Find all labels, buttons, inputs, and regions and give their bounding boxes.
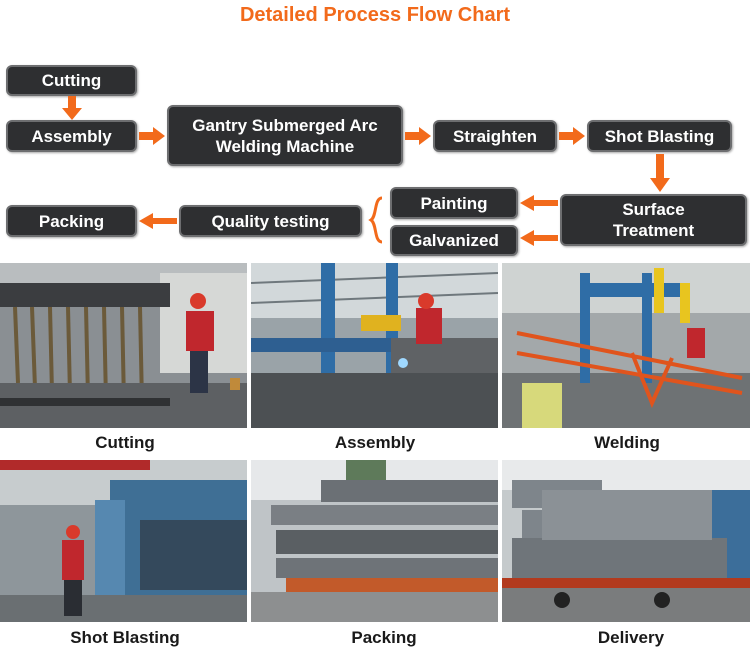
step-straighten-label: Straighten [452, 126, 538, 146]
caption-delivery: Delivery [597, 628, 665, 647]
step-straighten: Straighten [433, 120, 557, 152]
arrow-gantry-to-straighten [405, 127, 431, 145]
step-assembly-label: Assembly [31, 126, 112, 146]
step-galvanized: Galvanized [390, 225, 518, 256]
photo-welding [502, 263, 750, 428]
arrow-surface-to-painting [520, 195, 558, 211]
caption-packing: Packing [351, 628, 417, 647]
arrow-straighten-to-shot-blasting [559, 127, 585, 145]
arrow-cutting-to-assembly [62, 96, 82, 120]
step-gantry-label-1: Gantry Submerged Arc [192, 115, 378, 135]
photo-shot-blasting [0, 460, 247, 622]
caption-welding: Welding [594, 433, 660, 452]
arrow-assembly-to-gantry [139, 127, 165, 145]
step-cutting: Cutting [6, 65, 137, 96]
step-packing-label: Packing [38, 211, 105, 231]
photo-delivery [502, 460, 750, 622]
step-surface-label-2: Treatment [612, 221, 695, 240]
step-painting: Painting [390, 187, 518, 219]
caption-shot-blasting: Shot Blasting [70, 628, 180, 647]
photo-packing [251, 460, 498, 622]
arrow-quality-to-packing [139, 213, 177, 229]
photo-cutting [0, 263, 247, 428]
step-galvanized-label: Galvanized [409, 231, 499, 250]
step-packing: Packing [6, 205, 137, 237]
step-quality-testing-label: Quality testing [211, 211, 330, 231]
step-assembly: Assembly [6, 120, 137, 152]
caption-assembly: Assembly [334, 433, 416, 452]
step-gantry-label-2: Welding Machine [215, 136, 355, 156]
step-quality-testing: Quality testing [179, 205, 362, 237]
step-surface-label-1: Surface [622, 200, 685, 219]
arrow-shot-blasting-to-surface [650, 154, 670, 192]
step-painting-label: Painting [420, 193, 488, 213]
caption-cutting: Cutting [95, 433, 155, 452]
step-shot-blasting-label: Shot Blasting [604, 126, 715, 146]
step-surface-treatment: Surface Treatment [560, 194, 747, 246]
photo-assembly [251, 263, 498, 428]
arrow-surface-to-galvanized [520, 230, 558, 246]
step-cutting-label: Cutting [41, 71, 102, 90]
brace-bracket [368, 196, 383, 244]
page-title: Detailed Process Flow Chart [239, 4, 511, 26]
step-shot-blasting: Shot Blasting [587, 120, 732, 152]
step-gantry-welding: Gantry Submerged Arc Welding Machine [167, 105, 403, 166]
